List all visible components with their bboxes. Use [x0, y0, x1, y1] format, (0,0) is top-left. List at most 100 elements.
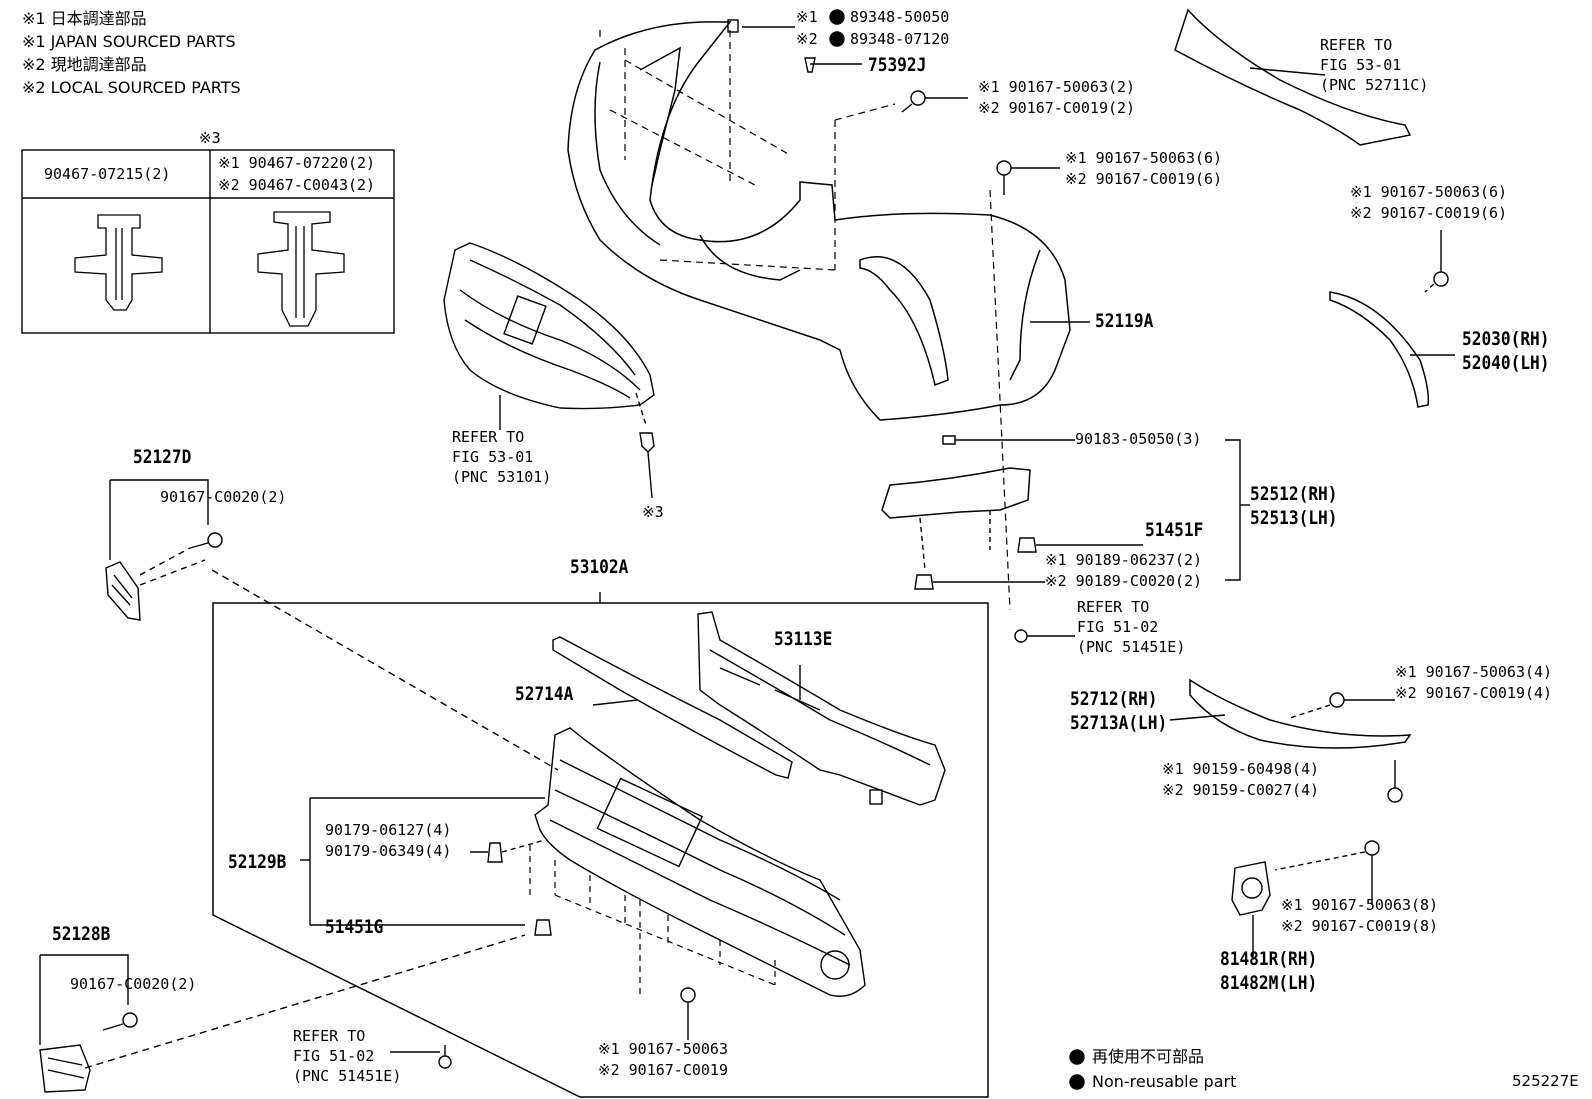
reference-note: REFER TO — [452, 428, 525, 446]
part-number: 52513(LH) — [1250, 507, 1338, 529]
screw-icon — [102, 1012, 138, 1031]
clip-table-col2-line1: ※1 90467-07220(2) — [218, 154, 376, 172]
part-number: ※1 90167-50063(6) — [1065, 149, 1223, 167]
part-number: 81481R(RH) — [1220, 948, 1318, 970]
part-number: ※2 90189-C0020(2) — [1045, 572, 1203, 590]
clip-table-mark: ※3 — [199, 129, 221, 147]
reference-note: (PNC 51451E) — [293, 1067, 402, 1085]
part-number: 52030(RH) — [1462, 328, 1550, 350]
part-number: ※1 90167-50063(8) — [1281, 896, 1439, 914]
bracket-line — [110, 479, 209, 525]
screw-icon — [189, 532, 223, 549]
reference-note: FIG 51-02 — [293, 1047, 375, 1065]
figure-id: 525227E — [1512, 1072, 1579, 1090]
strip-shape — [552, 636, 793, 779]
note-japan-en: ※1 JAPAN SOURCED PARTS — [22, 32, 236, 51]
part-number: 90183-05050(3) — [1075, 430, 1202, 448]
bracket-shape — [697, 611, 946, 806]
part-number: 89348-07120 — [850, 30, 950, 48]
part-number: 81482M(LH) — [1220, 972, 1318, 994]
molding-shape — [1174, 8, 1412, 146]
reference-note: (PNC 53101) — [452, 468, 552, 486]
clip-table-grid — [21, 149, 395, 334]
clip-icon — [639, 432, 655, 499]
part-number: 52712(RH) — [1070, 688, 1158, 710]
part-number: ※2 90167-C0019 — [598, 1061, 728, 1079]
bullet-icon — [829, 9, 845, 25]
clip-icon — [74, 214, 163, 311]
lower-grille-shape — [534, 727, 866, 997]
bracket-line — [1225, 439, 1241, 581]
leader-line — [501, 839, 546, 853]
reference-note: REFER TO — [1320, 36, 1393, 54]
leader-line — [635, 392, 647, 426]
note-local-jp: ※2 現地調達部品 — [22, 55, 147, 74]
legend-non-reusable-jp: 再使用不可部品 — [1092, 1047, 1205, 1066]
reference-note: FIG 53-01 — [1320, 56, 1402, 74]
leader-line — [919, 517, 926, 571]
nut-shape — [534, 919, 552, 936]
part-number: 52512(RH) — [1250, 483, 1338, 505]
side-grille-shape — [39, 1044, 91, 1093]
bumper-cover-shape — [567, 21, 1071, 421]
part-number: ※1 90167-50063(4) — [1395, 663, 1553, 681]
part-number: 52119A — [1095, 310, 1154, 332]
side-grille-shape — [105, 561, 141, 621]
note-local-en: ※2 LOCAL SOURCED PARTS — [22, 78, 241, 97]
part-number: 75392J — [868, 54, 927, 76]
clip-table-col1: 90467-07215(2) — [44, 165, 171, 183]
part-number: 90167-C0020(2) — [70, 975, 197, 993]
reference-note: (PNC 52711C) — [1320, 76, 1429, 94]
screw-icon — [1274, 840, 1380, 905]
part-number: 51451G — [325, 916, 384, 938]
reference-note: REFER TO — [293, 1027, 366, 1045]
assembly-box — [212, 602, 989, 1098]
part-label: ※2 — [796, 30, 818, 48]
part-number: ※2 90167-C0019(4) — [1395, 684, 1553, 702]
part-number: 52127D — [133, 446, 192, 468]
fender-molding-shape — [1329, 291, 1430, 408]
part-number: 52713A(LH) — [1070, 712, 1168, 734]
legend-non-reusable-en: Non-reusable part — [1092, 1072, 1237, 1091]
part-number: 52128B — [52, 923, 111, 945]
leader-line — [1169, 714, 1226, 721]
part-number: ※2 90167-C0019(6) — [1350, 204, 1508, 222]
reference-note: FIG 53-01 — [452, 448, 534, 466]
bumper-dashed-leaders — [599, 30, 1011, 611]
screw-icon — [680, 987, 696, 1040]
part-label: ※1 — [796, 8, 818, 26]
bullet-icon — [829, 31, 845, 47]
screw-icon — [901, 90, 968, 113]
part-number: 90167-C0020(2) — [160, 488, 287, 506]
screw-icon — [1424, 230, 1449, 293]
reference-note: FIG 51-02 — [1077, 618, 1159, 636]
part-number: 53113E — [774, 628, 833, 650]
leader-line — [139, 559, 206, 586]
part-number: 52040(LH) — [1462, 352, 1550, 374]
leader-line — [139, 547, 191, 576]
screw-icon — [390, 1045, 452, 1069]
part-number: ※1 90167-50063 — [598, 1040, 728, 1058]
bullet-icon — [1069, 1074, 1085, 1090]
part-number: 51451F — [1145, 519, 1204, 541]
part-number: 90179-06127(4) — [325, 821, 452, 839]
part-number: 52714A — [515, 683, 574, 705]
screw-icon — [996, 160, 1060, 195]
nut-shape — [942, 435, 956, 445]
bracket-line — [40, 954, 129, 1005]
reference-note: REFER TO — [1077, 598, 1150, 616]
part-number: ※2 90167-C0019(2) — [978, 99, 1136, 117]
nut-shape — [487, 842, 503, 863]
retainer-shape — [804, 57, 816, 73]
part-number: ※2 90167-C0019(6) — [1065, 170, 1223, 188]
leader-line — [592, 699, 639, 706]
fog-lamp-shape — [1231, 861, 1271, 916]
bullet-icon — [1069, 1049, 1085, 1065]
part-number: 90179-06349(4) — [325, 842, 452, 860]
part-number: 89348-50050 — [850, 8, 950, 26]
part-number: 52129B — [228, 851, 287, 873]
part-number: ※1 90189-06237(2) — [1045, 551, 1203, 569]
sensor-clip-shape — [727, 19, 739, 33]
screw-icon — [1387, 760, 1403, 803]
